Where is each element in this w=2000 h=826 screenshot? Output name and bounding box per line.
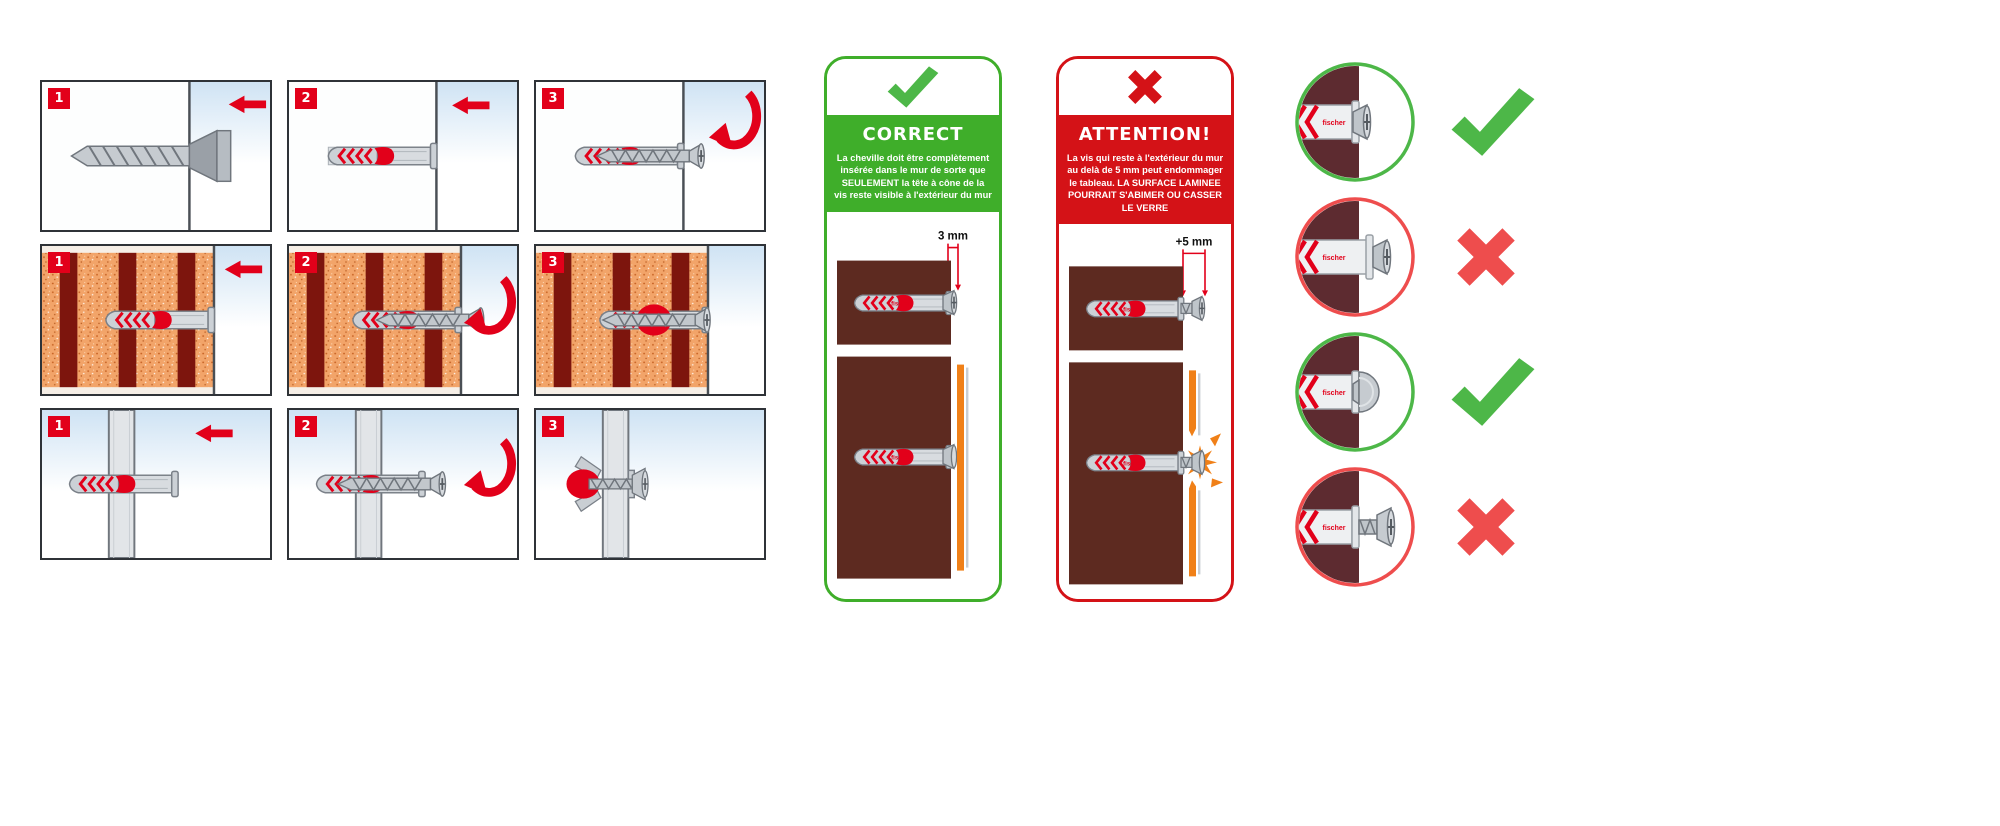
attention-panel-header [1059, 59, 1231, 115]
plug-brand-label: fischer [891, 301, 911, 307]
svg-text:fischer: fischer [1323, 120, 1346, 127]
step-panel-concrete-insert-plug: 2 [287, 80, 519, 232]
correct-title: CORRECT [862, 124, 964, 145]
result-row-1: fischer [1293, 60, 1539, 184]
screw-head [1352, 103, 1372, 141]
step-number-badge: 3 [542, 416, 564, 437]
steps-grid: 1 2 3 [40, 80, 766, 560]
wall-plug [104, 305, 216, 335]
plug-brand-label: fischer [1123, 308, 1143, 314]
step-panel-concrete-screw: 3 [534, 80, 766, 232]
result-circle-correct-flush-head: fischer [1295, 62, 1415, 182]
step-number-badge: 2 [295, 416, 317, 437]
step-panel-brick-screw: 2 [287, 244, 519, 396]
plug-brand-label: fischer [891, 455, 911, 461]
attention-illustration-art: +5 mm fischer fischer [1069, 237, 1223, 585]
broken-frame-bottom [1189, 480, 1196, 577]
broken-frame-top [1189, 370, 1196, 437]
plug-brand-label: fischer [1123, 462, 1143, 468]
step-number-badge: 3 [542, 88, 564, 109]
step-number-badge: 1 [48, 252, 70, 273]
plug-in-wall: fischer [1299, 100, 1360, 144]
board-screw-art [289, 410, 517, 558]
glass-edge [1198, 490, 1201, 575]
svg-text:fischer: fischer [1323, 390, 1346, 397]
svg-text:fischer: fischer [1323, 255, 1346, 262]
brick-screw-art [289, 246, 517, 394]
step-panel-board-screw: 2 [287, 408, 519, 560]
plug-in-wall: fischer [1299, 370, 1360, 414]
step-number-badge: 1 [48, 416, 70, 437]
glass-edge [966, 367, 969, 568]
dimension-lines [1182, 249, 1206, 291]
attention-title: ATTENTION! [1078, 124, 1212, 145]
cross-icon [1457, 228, 1515, 286]
step-number-badge: 1 [48, 88, 70, 109]
cross-icon [1128, 70, 1162, 104]
wall-section-large [837, 356, 951, 579]
step-number-badge: 2 [295, 88, 317, 109]
result-circle-correct-pan-head: fischer [1295, 332, 1415, 452]
pan-screw-head [1352, 371, 1380, 413]
attention-illustration: +5 mm fischer fischer [1059, 224, 1231, 599]
attention-text-block: ATTENTION! La vis qui reste à l'extérieu… [1059, 115, 1231, 225]
concrete-plug-art [289, 82, 517, 230]
correct-text-block: CORRECT La cheville doit être complèteme… [827, 115, 999, 212]
dimension-lines [947, 243, 959, 285]
attention-body-text: La vis qui reste à l'extérieur du mur au… [1066, 153, 1224, 213]
result-row-4: fischer [1293, 465, 1539, 589]
step-panel-brick-insert-plug: 1 [40, 244, 272, 396]
frame-shard [1211, 478, 1223, 488]
wall-plug [326, 141, 439, 171]
screw-head-flush [942, 289, 958, 316]
check-icon [1451, 358, 1535, 426]
svg-text:fischer: fischer [1323, 525, 1346, 532]
screw-head-holding-frame [942, 443, 958, 470]
board-finished-art [536, 410, 764, 558]
check-icon [1451, 88, 1535, 156]
frame-shard [1210, 433, 1221, 447]
measure-label-3mm: 3 mm [938, 230, 968, 242]
board-plug-art [42, 410, 270, 558]
step-panel-board-finished: 3 [534, 408, 766, 560]
measure-label-5mm: +5 mm [1176, 237, 1213, 249]
plug-sticking-out: fischer [1299, 234, 1374, 280]
screw-head [1372, 238, 1392, 276]
drill-bit [70, 129, 232, 183]
result-circle-screw-protruding: fischer [1295, 467, 1415, 587]
picture-frame [957, 364, 964, 571]
correct-panel: CORRECT La cheville doit être complèteme… [824, 56, 1002, 602]
concrete-drill-art [42, 82, 270, 230]
brick-finished-art [536, 246, 764, 394]
screw-head-breaking-frame [1180, 449, 1206, 476]
check-icon [887, 66, 939, 108]
correct-body-text: La cheville doit être complètement insér… [834, 153, 992, 201]
cross-icon [1457, 498, 1515, 556]
correct-panel-header [827, 59, 999, 115]
attention-panel: ATTENTION! La vis qui reste à l'extérieu… [1056, 56, 1234, 602]
correct-illustration: 3 mm fischer fischer [827, 211, 999, 599]
screw-head-far-out [1358, 506, 1396, 548]
step-number-badge: 3 [542, 252, 564, 273]
step-panel-brick-finished: 3 [534, 244, 766, 396]
step-panel-concrete-drill: 1 [40, 80, 272, 232]
result-row-3: fischer [1293, 330, 1539, 454]
wall-plug [68, 469, 180, 499]
concrete-screw-art [536, 82, 764, 230]
result-circle-plug-protruding: fischer [1295, 197, 1415, 317]
step-panel-board-insert-plug: 1 [40, 408, 272, 560]
screw [588, 467, 649, 501]
plug-in-wall: fischer [1299, 505, 1360, 549]
results-column: fischer [1293, 60, 1539, 589]
brick-plug-art [42, 246, 270, 394]
screw-head-protruding [1180, 295, 1206, 322]
glass-edge [1198, 373, 1201, 436]
wall-section-large [1069, 362, 1183, 585]
correct-illustration-art: 3 mm fischer fischer [837, 230, 969, 579]
folded-plug-knot [566, 455, 602, 513]
result-row-2: fischer [1293, 195, 1539, 319]
step-number-badge: 2 [295, 252, 317, 273]
